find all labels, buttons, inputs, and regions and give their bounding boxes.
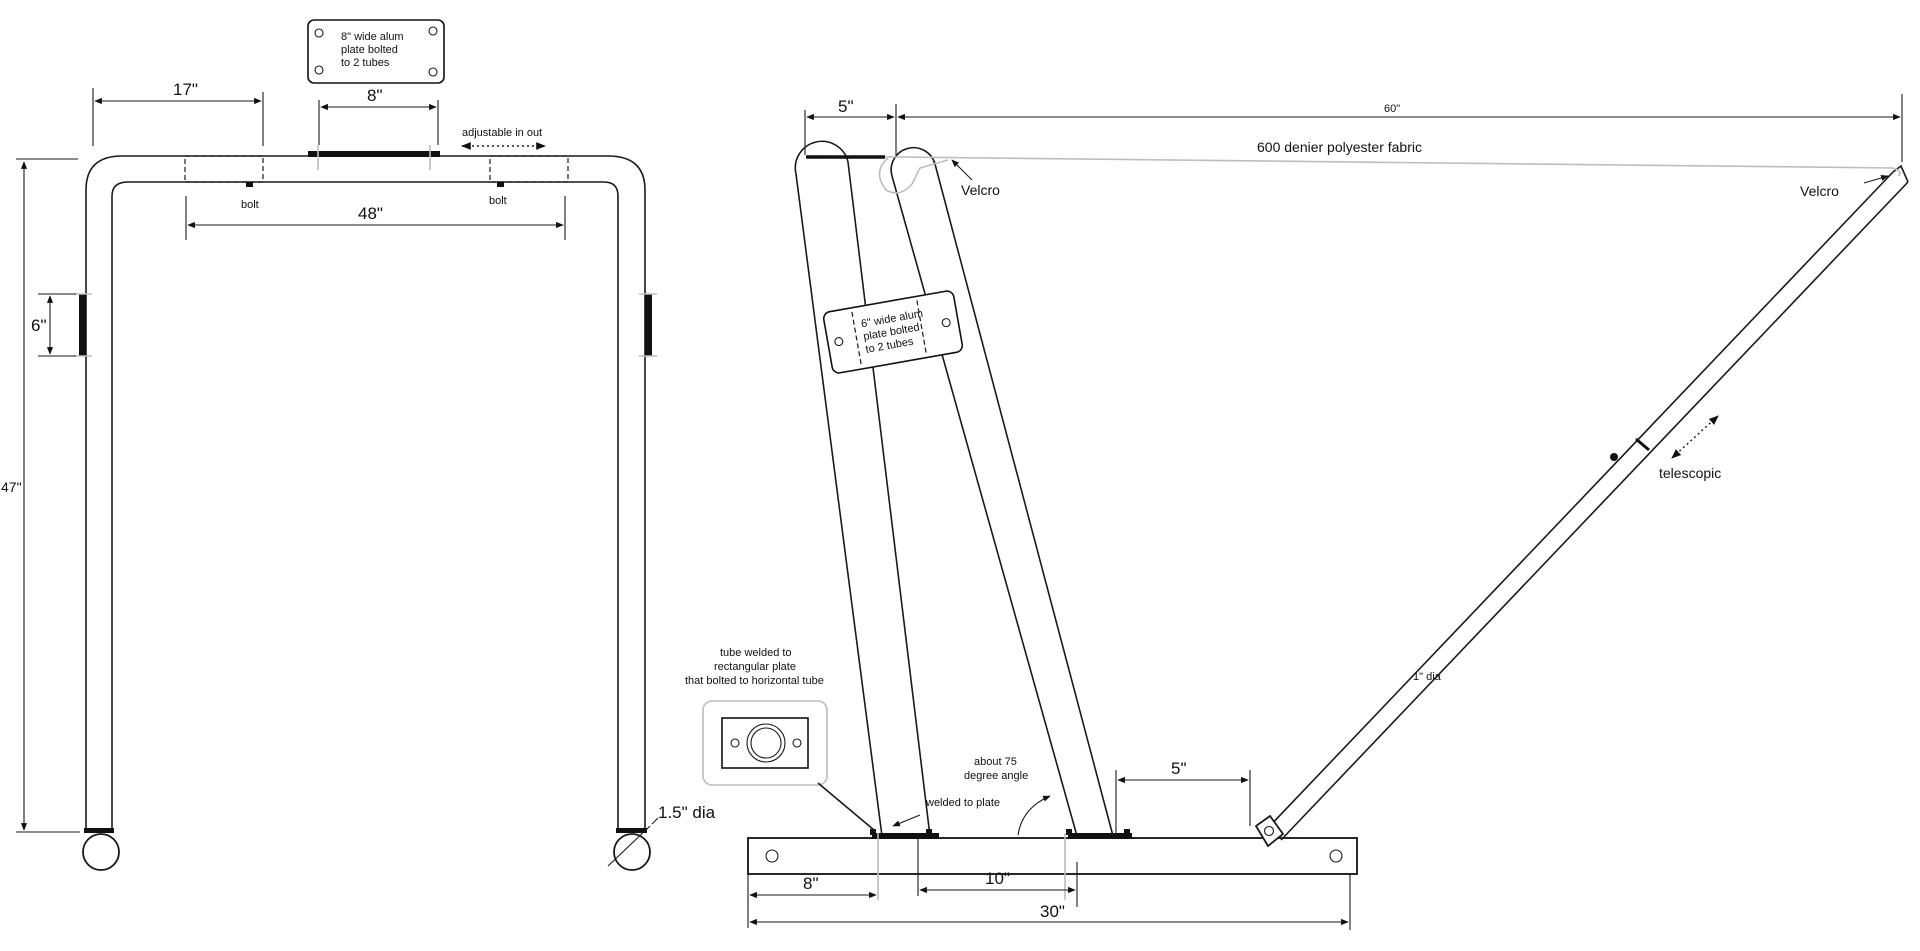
telescopic-label: telescopic <box>1659 465 1721 481</box>
telescopic-strut <box>1265 171 1909 841</box>
detail-tube-outer <box>746 723 786 763</box>
dim-17-label: 17" <box>173 80 198 99</box>
tube-dia-leader-end <box>651 817 659 825</box>
tube-dia-label: 1.5" dia <box>658 803 716 822</box>
front-right-foot-band <box>616 828 647 833</box>
right-side-clamp <box>645 294 652 356</box>
front-plate-hole-1 <box>314 28 324 38</box>
detail-hole-right <box>792 738 802 748</box>
base-hole-right <box>1329 849 1343 863</box>
tube-note-line-2: rectangular plate <box>714 661 796 673</box>
right-base-bolt-2 <box>1124 829 1130 835</box>
side-plate-hole-left <box>834 337 844 347</box>
dim-5-top-label: 5" <box>838 97 854 116</box>
front-frame-inner <box>111 181 619 832</box>
fabric-canopy <box>809 155 1901 194</box>
fabric-label: 600 denier polyester fabric <box>1257 139 1422 155</box>
left-side-clamp <box>79 294 86 356</box>
left-upright-tube <box>794 140 931 837</box>
strut-top-end <box>1892 164 1909 183</box>
front-plate-note-line-1: 8" wide alum <box>341 31 404 43</box>
front-right-wheel <box>613 833 651 871</box>
side-plate-note: 6" wide alum plate bolted to 2 tubes <box>822 290 964 374</box>
side-plate-hole-right <box>941 318 951 328</box>
dim-5-base-label: 5" <box>1171 759 1187 778</box>
dim-30-label: 30" <box>1040 902 1065 921</box>
front-plate-note-line-2: plate bolted <box>341 44 398 56</box>
dim-10-label: 10" <box>985 869 1010 888</box>
right-adjustable-sleeve <box>489 155 569 183</box>
front-bolt-left-label: bolt <box>241 199 259 211</box>
welded-label: welded to plate <box>925 797 1000 809</box>
front-bolt-right-label: bolt <box>489 195 507 207</box>
angle-arc <box>1017 795 1051 836</box>
velcro-right-arrow <box>1863 174 1889 184</box>
base-hole-left <box>765 849 779 863</box>
strut-hinge-pin <box>1263 825 1275 837</box>
front-left-foot-band <box>84 828 114 833</box>
dim-47-label: 47" <box>1 479 22 495</box>
base-tube <box>747 837 1358 875</box>
velcro-left-label: Velcro <box>961 182 1000 198</box>
dim-8-side-label: 8" <box>803 874 819 893</box>
dim-6-label: 6" <box>31 316 47 335</box>
dim-48-label: 48" <box>358 204 383 223</box>
front-plate-hole-2 <box>428 26 438 36</box>
adjustable-label: adjustable in out <box>462 127 542 139</box>
welded-arrow <box>892 814 921 827</box>
telescope-lock-pin <box>1610 453 1618 461</box>
detail-tube-inner <box>750 727 782 759</box>
tube-note-line-3: that bolted to horizontal tube <box>685 675 824 687</box>
velcro-left-arrow <box>951 159 973 181</box>
dim-60-label: 60" <box>1384 103 1400 115</box>
front-plate-hole-4 <box>428 67 438 77</box>
right-bolt-head <box>497 182 504 187</box>
side-plate-dash-left <box>851 311 863 367</box>
velcro-right-label: Velcro <box>1800 183 1839 199</box>
front-view: bolt bolt 8" wide alum plate bolted to 2… <box>1 19 716 871</box>
front-plate-note-line-3: to 2 tubes <box>341 57 390 69</box>
left-base-plate <box>872 833 939 839</box>
left-adjustable-sleeve <box>184 155 264 183</box>
left-base-bolt-1 <box>870 829 876 835</box>
rod-dia-label: 1" dia <box>1413 671 1442 683</box>
front-left-wheel <box>82 833 120 871</box>
side-plate-dash-right <box>916 300 928 355</box>
left-bolt-head <box>246 182 253 187</box>
dim-8-front-label: 8" <box>367 86 383 105</box>
side-plate-note-box <box>822 290 964 374</box>
strut-base-hinge <box>1254 814 1285 848</box>
telescope-joint <box>1635 437 1650 452</box>
telescopic-arrow <box>1671 415 1719 459</box>
angle-note-line-2: degree angle <box>964 770 1028 782</box>
detail-hole-left <box>730 738 740 748</box>
detail-plate <box>721 717 809 769</box>
tube-note-line-1: tube welded to <box>720 647 792 659</box>
front-plate-note-box <box>307 19 445 84</box>
side-view: 5" 60" 600 denier polyester fabric Velcr… <box>685 94 1909 930</box>
top-center-plate <box>308 151 440 157</box>
left-base-bolt-2 <box>926 829 932 835</box>
right-base-plate <box>1068 833 1132 839</box>
detail-leader <box>817 782 875 831</box>
front-plate-hole-3 <box>314 65 324 75</box>
tube-dia-leader <box>607 825 651 867</box>
right-base-bolt-1 <box>1066 829 1072 835</box>
right-upright-tube <box>890 146 1114 837</box>
front-frame-outer <box>85 155 646 832</box>
angle-note-line-1: about 75 <box>974 756 1017 768</box>
